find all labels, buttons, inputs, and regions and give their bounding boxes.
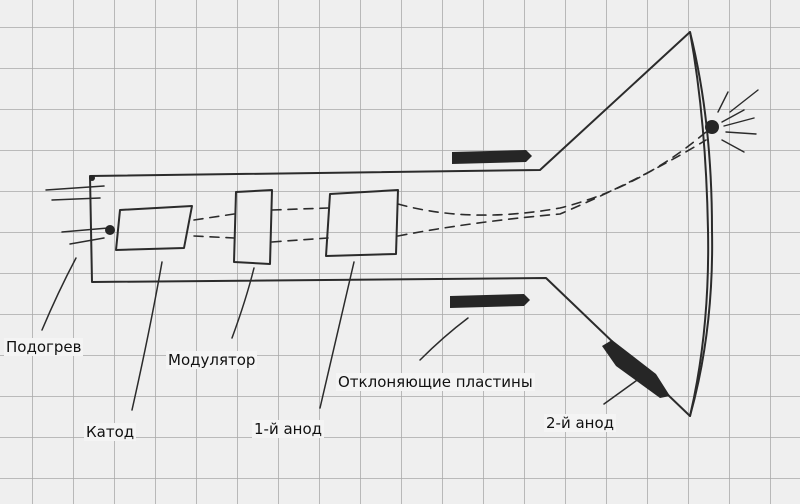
screen-curve: [689, 31, 710, 417]
label-anode1: 1-й анод: [252, 420, 325, 438]
tube-seal-dot: [89, 175, 95, 181]
cathode-emitter: [105, 225, 115, 235]
label-deflection-plates: Отклоняющие пластины: [336, 373, 535, 391]
anode2-leader: [603, 377, 641, 405]
plates-leader: [419, 317, 469, 361]
deflection-plate-bottom: [450, 294, 530, 308]
heater-wire-top: [45, 185, 105, 201]
electron-beam-lower: [397, 139, 707, 237]
label-heater: Подогрев: [4, 338, 84, 356]
cathode-leader: [131, 261, 163, 411]
modulator-box: [233, 189, 273, 265]
heater-leader: [41, 257, 77, 331]
label-cathode: Катод: [84, 423, 137, 441]
label-anode2: 2-й анод: [544, 414, 617, 432]
spot-rays: [717, 89, 759, 153]
modulator-leader: [231, 267, 255, 339]
anode2-coating: [602, 340, 670, 398]
cathode-box: [115, 205, 193, 251]
electron-beam: [193, 131, 707, 243]
deflection-plate-top: [452, 150, 532, 164]
tube-outline: [89, 31, 714, 417]
anode1-leader: [319, 261, 355, 409]
heater-wire-bottom: [61, 227, 109, 245]
label-modulator: Модулятор: [166, 351, 258, 369]
screen-spot: [705, 120, 719, 134]
anode1-box: [325, 189, 399, 257]
